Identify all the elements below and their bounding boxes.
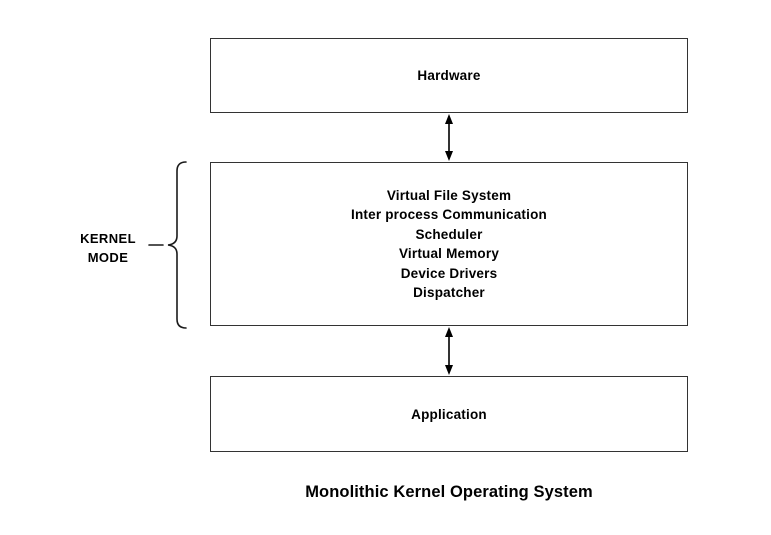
kernel-box: Virtual File System Inter process Commun…	[210, 162, 688, 326]
bidirectional-arrow-icon	[445, 327, 453, 375]
kernel-mode-label: KERNEL MODE	[63, 229, 153, 267]
kernel-component: Dispatcher	[413, 285, 485, 300]
kernel-mode-line: MODE	[87, 250, 129, 265]
kernel-component: Virtual Memory	[398, 246, 500, 261]
application-label: Application	[411, 406, 487, 422]
kernel-mode-line: KERNEL	[80, 231, 136, 246]
hardware-label: Hardware	[417, 68, 481, 83]
kernel-component: Scheduler	[415, 226, 483, 242]
kernel-component: Inter process Communication	[351, 207, 547, 222]
left-curly-brace-icon	[148, 161, 187, 329]
application-box: Application	[210, 376, 688, 452]
hardware-box: Hardware	[210, 38, 688, 113]
kernel-component: Device Drivers	[400, 265, 498, 281]
bidirectional-arrow-icon	[445, 114, 453, 161]
kernel-component: Virtual File System	[386, 187, 512, 203]
diagram-caption: Monolithic Kernel Operating System	[305, 483, 593, 501]
